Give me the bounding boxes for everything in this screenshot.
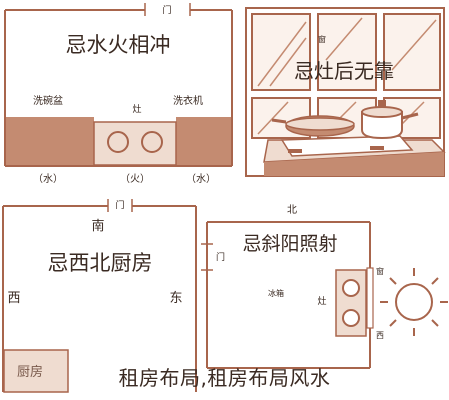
sink-counter bbox=[6, 117, 94, 165]
water-label: （水） bbox=[33, 173, 63, 185]
door-label: 门 bbox=[216, 251, 225, 263]
stove-knob bbox=[370, 146, 384, 150]
burner-icon bbox=[342, 279, 360, 297]
panel-water-fire-conflict: 门 忌水火相冲 洗碗盆 洗衣机 灶 （水） （火） （水） bbox=[4, 3, 233, 185]
panel-title: 忌西北厨房 bbox=[48, 251, 153, 275]
panel-title: 忌斜阳照射 bbox=[242, 233, 337, 255]
washer-label: 洗衣机 bbox=[173, 94, 203, 107]
window-pane bbox=[383, 13, 441, 91]
sun-icon bbox=[380, 268, 448, 336]
caption: 租房布局,租房布局风水 bbox=[118, 366, 331, 390]
burner-icon bbox=[342, 309, 360, 327]
south-label: 南 bbox=[91, 218, 104, 234]
window-label: 窗 bbox=[376, 266, 384, 276]
wok-rim bbox=[285, 117, 355, 131]
kitchen-room bbox=[3, 349, 69, 393]
fridge-label: 冰箱 bbox=[268, 288, 284, 298]
west-window bbox=[366, 267, 374, 329]
water-label: （水） bbox=[186, 173, 216, 185]
glass-reflection bbox=[257, 17, 437, 135]
window-pane bbox=[251, 13, 311, 91]
panel-northwest-kitchen: 门 南 忌西北厨房 西 东 厨房 bbox=[2, 199, 197, 393]
window-label: 窗 bbox=[318, 34, 326, 44]
panel-setting-sun: 北 门 忌斜阳照射 冰箱 灶 窗 西 bbox=[201, 204, 448, 369]
pot-icon bbox=[361, 111, 403, 140]
door-label: 门 bbox=[162, 4, 171, 16]
panel-title: 忌灶后无靠 bbox=[294, 59, 394, 83]
west-label: 西 bbox=[7, 291, 20, 306]
panel-title: 忌水火相冲 bbox=[66, 33, 171, 57]
west-label: 西 bbox=[376, 331, 384, 340]
washer-counter bbox=[176, 117, 231, 165]
stove-knob bbox=[288, 149, 302, 153]
kitchen-label: 厨房 bbox=[17, 364, 43, 380]
stove-label: 灶 bbox=[132, 103, 141, 115]
stove-label: 灶 bbox=[317, 295, 326, 307]
counter-front bbox=[264, 152, 444, 176]
panel-stove-no-backing: 窗 忌灶后无靠 bbox=[245, 7, 446, 177]
door-label: 门 bbox=[115, 199, 124, 211]
burner-icon bbox=[107, 131, 129, 153]
east-label: 东 bbox=[169, 291, 182, 306]
window-pane bbox=[317, 13, 377, 91]
stove-counter bbox=[93, 121, 177, 166]
fire-label: （火） bbox=[120, 173, 150, 185]
burner-icon bbox=[141, 131, 163, 153]
north-label: 北 bbox=[287, 204, 297, 216]
sink-label: 洗碗盆 bbox=[33, 94, 63, 107]
